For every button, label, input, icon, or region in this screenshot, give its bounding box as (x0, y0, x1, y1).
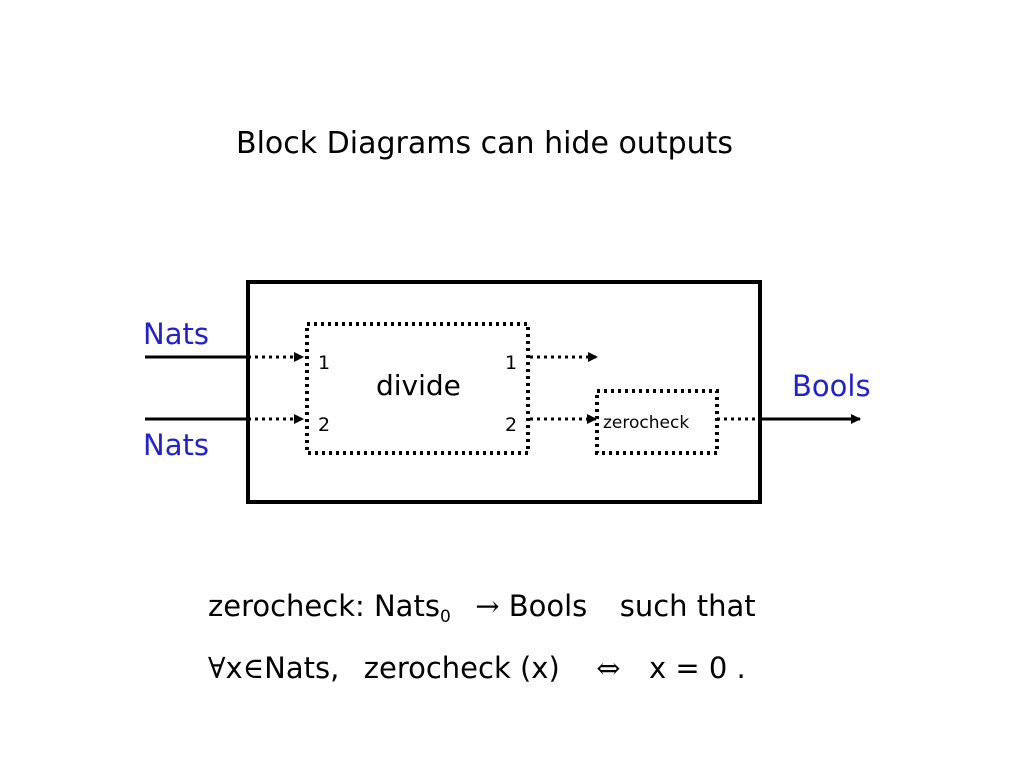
caption-line-2: ∀x∈Nats, zerocheck (x) ⇔ x = 0 . (208, 651, 746, 685)
caption-result: x = 0 . (648, 651, 746, 685)
caption-line-1: zerocheck: Nats0 → Bools such that (208, 589, 756, 627)
divide-block-label: divide (376, 369, 461, 402)
caption-such-that: such that (619, 589, 756, 623)
caption-subscript: 0 (439, 607, 451, 627)
caption-function-name: zerocheck: Nats (208, 589, 440, 623)
outer-block (246, 280, 762, 504)
forall-symbol: ∀ (208, 651, 226, 685)
slide-title: Block Diagrams can hide outputs (236, 126, 734, 161)
output-type-label: Bools (792, 369, 871, 403)
input-1-type-label: Nats (143, 317, 209, 351)
caption-expression: zerocheck (x) (363, 651, 560, 685)
iff-symbol: ⇔ (596, 651, 621, 685)
caption-set: Nats, (264, 651, 340, 685)
divide-output-port-2: 2 (505, 414, 517, 436)
input-2-type-label: Nats (143, 428, 209, 462)
arrow-symbol: → (475, 589, 500, 623)
divide-input-port-1: 1 (318, 352, 330, 374)
caption-variable: x (225, 651, 243, 685)
divide-input-port-2: 2 (318, 414, 330, 436)
caption-codomain: Bools (508, 589, 588, 623)
divide-output-port-1: 1 (505, 352, 517, 374)
element-of-symbol: ∈ (242, 651, 265, 685)
zerocheck-block-label: zerocheck (603, 413, 689, 433)
